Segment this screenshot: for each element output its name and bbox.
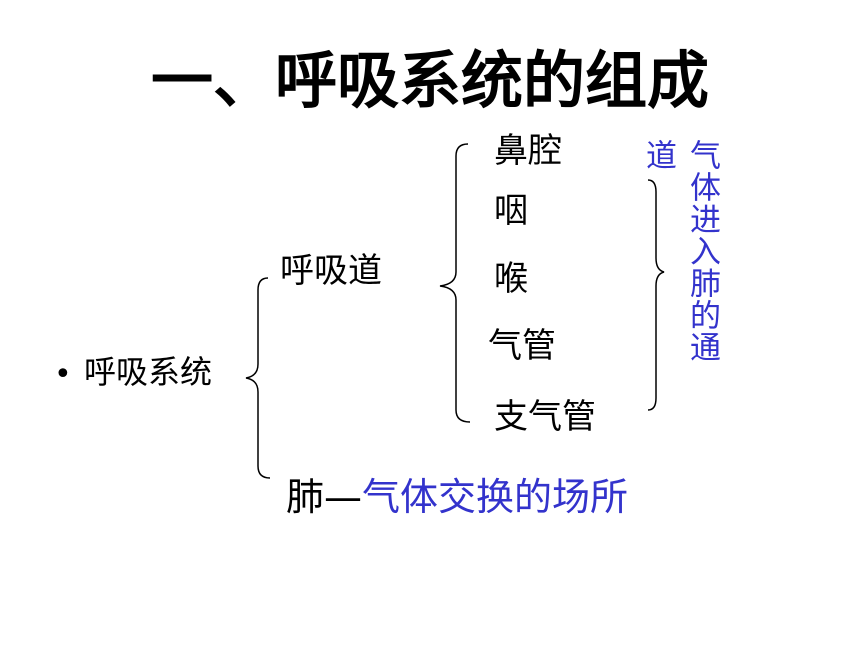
airway-brace: [439, 143, 471, 423]
airway-label: 呼吸道: [280, 251, 382, 291]
organ-nasal-cavity: 鼻腔: [494, 131, 562, 171]
airway-function-col2: 道: [640, 139, 676, 171]
organ-trachea: 气管: [488, 326, 556, 366]
page-title: 一、呼吸系统的组成: [150, 44, 709, 117]
lung-dash: —: [324, 475, 363, 519]
bullet-marker: •: [54, 357, 72, 392]
system-label: 呼吸系统: [84, 353, 213, 391]
lung-line: 肺—气体交换的场所: [286, 478, 628, 516]
organ-bronchi: 支气管: [494, 397, 596, 437]
lung-function: 气体交换的场所: [362, 475, 629, 519]
airway-function-col1: 气体进入肺的通: [684, 139, 720, 363]
lung-label: 肺: [286, 475, 325, 519]
organ-larynx: 喉: [494, 259, 528, 299]
system-brace: [245, 277, 271, 479]
organs-right-brace: [647, 179, 665, 411]
organ-pharynx: 咽: [494, 191, 528, 231]
